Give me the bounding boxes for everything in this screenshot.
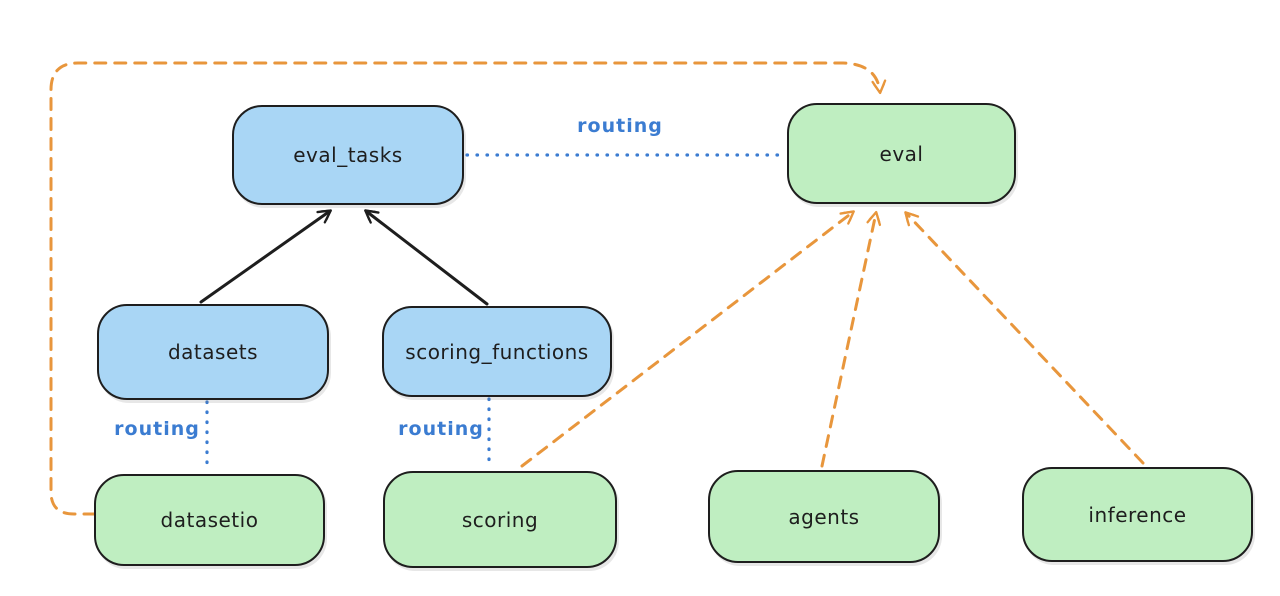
edge-datasetio-to-eval [49, 61, 887, 516]
node-eval-label: eval [879, 141, 924, 166]
node-datasetio-label: datasetio [160, 508, 259, 532]
edge-inference-to-eval [904, 211, 1145, 465]
node-inference-label: inference [1088, 502, 1187, 527]
node-scoring: scoring [383, 471, 617, 568]
node-agents-label: agents [788, 504, 860, 529]
routing-label-datasets-datasetio: routing [114, 418, 200, 440]
edge-scoring-to-eval [520, 210, 855, 468]
node-datasets: datasets [97, 304, 329, 400]
node-agents: agents [708, 470, 940, 563]
edge-datasets-to-eval-tasks [199, 209, 332, 304]
edge-agents-to-eval [820, 210, 882, 468]
routing-label-scoring-functions-scoring: routing [398, 418, 484, 440]
node-datasetio: datasetio [94, 474, 325, 566]
node-eval-tasks: eval_tasks [232, 105, 464, 205]
node-scoring-label: scoring [461, 507, 539, 532]
node-scoring-functions-label: scoring_functions [405, 339, 589, 364]
node-eval-tasks-label: eval_tasks [293, 143, 403, 167]
routing-label-eval-tasks-eval: routing [577, 115, 663, 137]
edge-scoring-functions-to-eval-tasks [364, 209, 489, 306]
node-datasets-label: datasets [167, 340, 259, 364]
node-eval: eval [787, 103, 1016, 204]
node-inference: inference [1022, 467, 1253, 562]
node-scoring-functions: scoring_functions [382, 306, 612, 397]
